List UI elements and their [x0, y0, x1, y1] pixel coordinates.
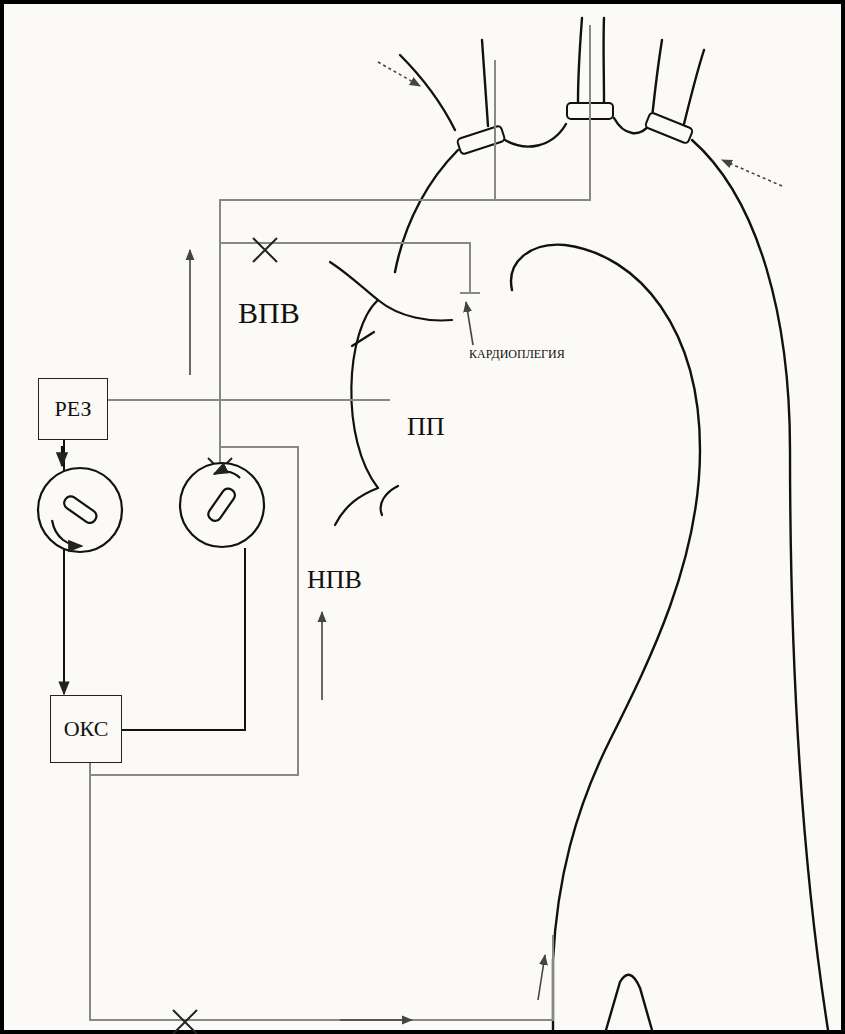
anatomy-label: КАРДИОПЛЕГИЯ	[467, 348, 567, 361]
drawing-part	[645, 112, 694, 144]
drawing-part	[692, 140, 828, 1030]
drawing-part	[38, 468, 122, 552]
drawing-part	[614, 118, 650, 133]
drawing-part	[61, 446, 63, 466]
vessel-clamps	[457, 103, 694, 155]
anatomy-label: ПП	[405, 413, 447, 442]
drawing-part	[460, 292, 480, 294]
drawing-part	[381, 486, 398, 515]
drawing-part	[722, 160, 782, 186]
flow-arrows	[190, 62, 782, 1020]
drawing-part	[180, 463, 264, 547]
pump-right	[180, 463, 264, 547]
anatomy-label: НПВ	[305, 566, 364, 595]
clamp-marks	[173, 238, 277, 1034]
right-atrium	[330, 262, 452, 525]
drawing-part	[652, 40, 662, 118]
drawing-part	[173, 1010, 197, 1034]
drawing-part	[52, 520, 82, 546]
drawing-part	[602, 18, 605, 102]
aorta	[395, 18, 828, 1030]
drawing-part	[335, 488, 378, 525]
drawing-part	[511, 245, 700, 1030]
component-box: РЕЗ	[38, 378, 108, 440]
drawing-part	[395, 150, 458, 272]
drawing-part	[321, 612, 323, 700]
drawing-part	[578, 18, 582, 102]
drawing-part	[494, 60, 496, 200]
box-label: РЕЗ	[55, 396, 92, 422]
bypass-tubing	[90, 25, 590, 1020]
drawing-part	[206, 486, 237, 523]
drawing-part	[466, 302, 473, 345]
drawing-part	[62, 494, 99, 525]
drawing-part	[684, 50, 704, 124]
drawing-part	[330, 262, 378, 300]
drawing-part	[482, 40, 488, 126]
drawing-part	[457, 125, 506, 154]
drawing-part	[220, 243, 470, 293]
drawing-part	[214, 471, 240, 478]
drawing-part	[538, 955, 545, 1000]
drawing-part	[253, 238, 277, 262]
drawing-part	[400, 55, 455, 130]
drawing-part	[340, 1019, 412, 1021]
anatomy-label: ВПВ	[236, 296, 302, 329]
drawing-part	[220, 25, 590, 468]
box-label: ОКС	[64, 716, 109, 742]
drawing-part	[108, 399, 390, 401]
oxygenator-outlet	[122, 548, 245, 730]
drawing-part	[352, 332, 374, 346]
drawing-part	[189, 250, 191, 375]
drawing-part	[606, 975, 652, 1030]
pump-left	[38, 446, 122, 552]
component-box: ОКС	[50, 695, 122, 763]
drawing-part	[378, 62, 420, 86]
drawing-part	[378, 300, 452, 320]
drawing-part	[90, 763, 553, 1020]
drawing-part	[351, 300, 378, 488]
drawing-part	[505, 124, 566, 147]
